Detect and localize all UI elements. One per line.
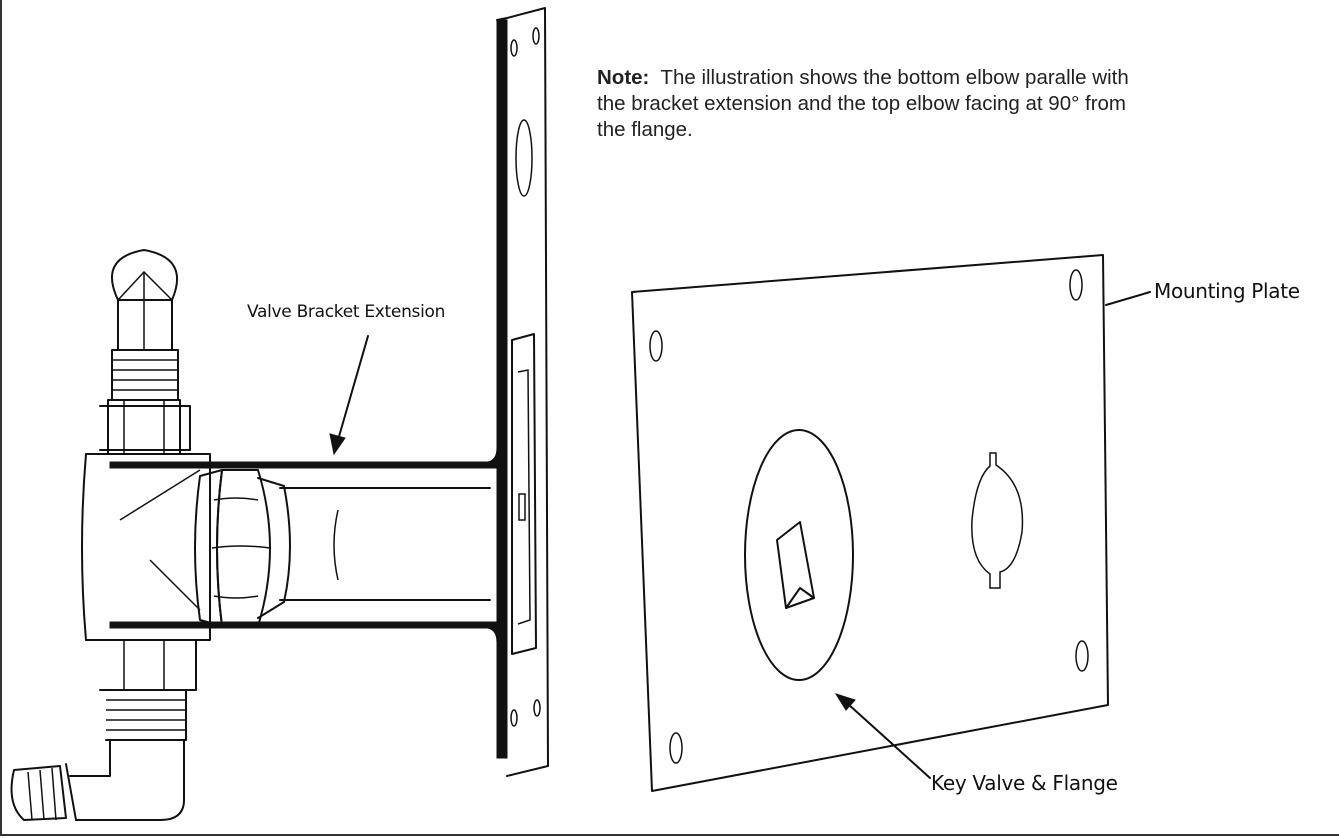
- key-valve-flange-label: Key Valve & Flange: [931, 771, 1118, 795]
- mounting-plate-label: Mounting Plate: [1154, 279, 1300, 303]
- tee-body: [81, 453, 211, 641]
- note-body: The illustration shows the bottom elbow …: [597, 66, 1129, 141]
- mounting-plate: [631, 254, 1109, 792]
- vertical-flange: [496, 7, 549, 777]
- note-label: Note:: [597, 66, 650, 89]
- key-callout-arrow: [834, 693, 931, 779]
- key-valve-flange: [744, 429, 854, 681]
- valve-bracket-extension-label: Valve Bracket Extension: [247, 302, 446, 322]
- side-hex-nut: [194, 469, 291, 627]
- note-text: Note: The illustration shows the bottom …: [597, 65, 1157, 143]
- bracket-extension: [109, 399, 504, 721]
- pipe-section: [279, 487, 491, 601]
- bracket-callout-arrow: [329, 335, 369, 456]
- bottom-fitting: [10, 639, 197, 821]
- top-fitting: [99, 249, 191, 455]
- plate-callout-line: [1105, 291, 1151, 306]
